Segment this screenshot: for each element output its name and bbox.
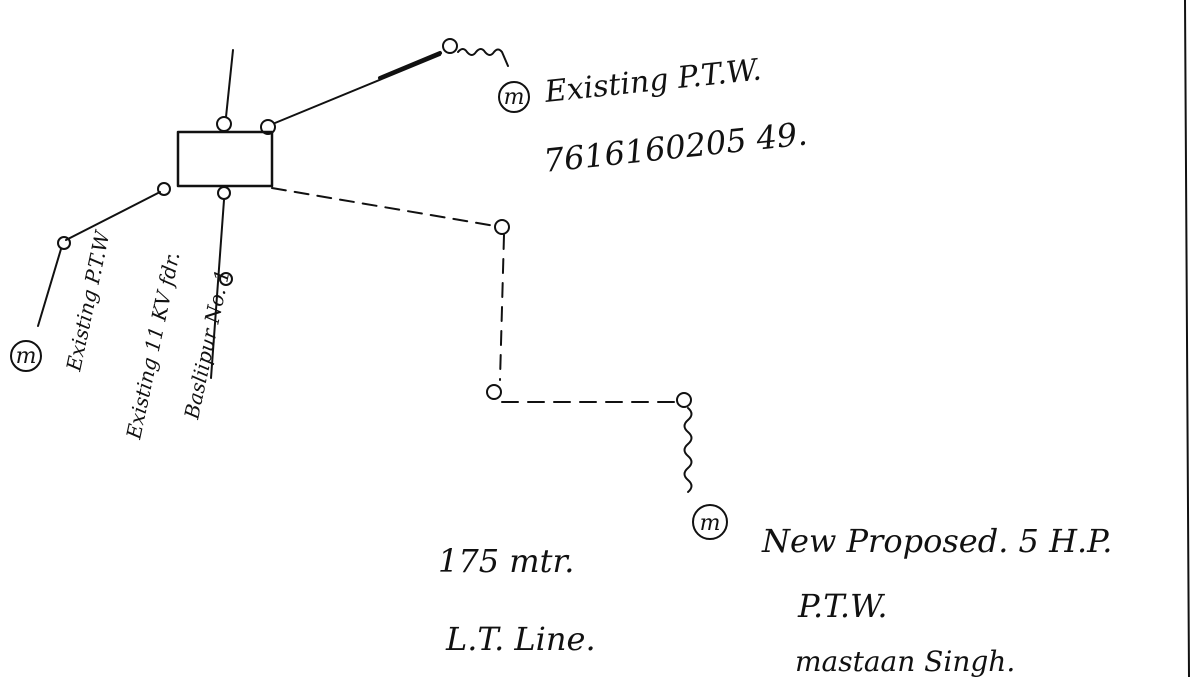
svg-text:m: m bbox=[504, 85, 525, 110]
paper-edge-line bbox=[1184, 0, 1190, 677]
bottom-insulator-center bbox=[217, 186, 231, 200]
existing-feeder-pole bbox=[219, 272, 233, 286]
new-proposed-label: New Proposed. 5 H.P. bbox=[761, 522, 1112, 560]
existing-ptw-left-drop bbox=[37, 248, 62, 327]
top-insulator-left bbox=[216, 116, 232, 132]
existing-ptw-top-label: Existing P.T.W. bbox=[542, 52, 763, 110]
existing-feeder-label-1: Existing 11 KV fdr. bbox=[121, 250, 184, 442]
proposed-pole-2 bbox=[486, 384, 502, 400]
bottom-insulator-left bbox=[157, 182, 171, 196]
svg-text:m: m bbox=[700, 511, 721, 536]
motor-icon: m bbox=[498, 81, 530, 113]
motor-icon: m bbox=[10, 340, 42, 372]
incoming-line bbox=[225, 49, 234, 118]
existing-ptw-left-label: Existing P.T.W bbox=[61, 228, 115, 374]
existing-ptw-top-line-thick bbox=[378, 51, 442, 80]
existing-ptw-left-line bbox=[65, 191, 161, 241]
line-type-label: L.T. Line. bbox=[445, 620, 596, 658]
proposed-pole-1 bbox=[494, 219, 510, 235]
top-insulator-right bbox=[260, 119, 276, 135]
existing-ptw-top-service-wire bbox=[457, 48, 509, 67]
existing-feeder-label-2: Basliipur No. 1 bbox=[179, 267, 234, 422]
distance-label: 175 mtr. bbox=[438, 542, 574, 580]
existing-ptw-top-pole bbox=[442, 38, 458, 54]
proposed-service-wire bbox=[683, 407, 693, 493]
existing-feeder-line bbox=[210, 199, 225, 379]
owner-label: mastaan Singh. bbox=[795, 645, 1015, 677]
transformer-box bbox=[176, 130, 274, 188]
proposed-lt-line-seg1 bbox=[271, 187, 496, 227]
svg-text:m: m bbox=[16, 344, 37, 369]
ptw-label: P.T.W. bbox=[797, 587, 888, 625]
phone-number-label: 7616160205 49. bbox=[542, 115, 809, 180]
existing-ptw-left-pole bbox=[57, 236, 71, 250]
proposed-pole-3 bbox=[676, 392, 692, 408]
motor-icon: m bbox=[692, 504, 728, 540]
proposed-lt-line-seg2 bbox=[499, 234, 505, 381]
